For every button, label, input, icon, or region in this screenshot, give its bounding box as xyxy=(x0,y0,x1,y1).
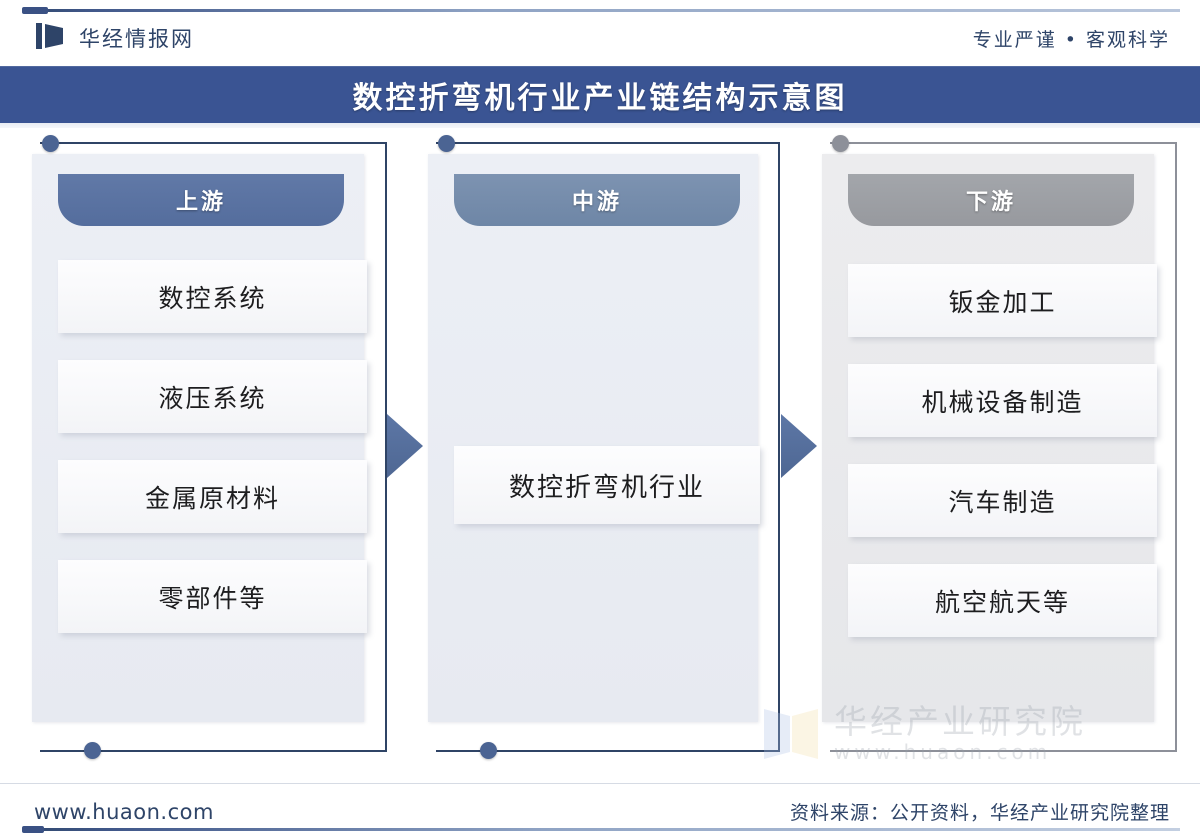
downstream-item-list: 钣金加工 机械设备制造 汽车制造 航空航天等 xyxy=(848,264,1157,718)
list-item[interactable]: 数控系统 xyxy=(58,260,367,333)
upstream-bracket xyxy=(40,135,387,759)
downstream-item-label: 机械设备制造 xyxy=(921,387,1084,417)
arrow-upstream-to-midstream-icon xyxy=(387,414,423,478)
title-underbar xyxy=(0,123,1200,128)
upstream-item-label: 液压系统 xyxy=(158,383,267,413)
list-item[interactable]: 数控折弯机行业 xyxy=(454,446,760,524)
flag-logo-icon xyxy=(36,22,66,54)
brand-name: 华经情报网 xyxy=(79,27,194,51)
diagram-stage: 上游 数控系统 液压系统 金属原材料 零部件等 xyxy=(0,128,1200,783)
list-item[interactable]: 航空航天等 xyxy=(848,564,1157,637)
top-divider-cap xyxy=(22,7,48,14)
column-upstream: 上游 数控系统 液压系统 金属原材料 零部件等 xyxy=(32,135,387,759)
downstream-item-label: 航空航天等 xyxy=(934,587,1070,617)
list-item[interactable]: 汽车制造 xyxy=(848,464,1157,537)
top-divider-rule xyxy=(22,9,1180,12)
downstream-bracket xyxy=(830,135,1177,752)
list-item[interactable]: 金属原材料 xyxy=(58,460,367,533)
bottom-divider-rule xyxy=(22,828,1180,831)
column-downstream: 下游 钣金加工 机械设备制造 汽车制造 航空航天等 xyxy=(822,135,1177,752)
brand-slogan: 专业严谨 • 客观科学 xyxy=(972,28,1170,51)
midstream-item-label: 数控折弯机行业 xyxy=(508,472,705,503)
midstream-header-pill: 中游 xyxy=(454,174,740,226)
arrow-midstream-to-downstream-icon xyxy=(781,414,817,478)
upstream-item-label: 零部件等 xyxy=(158,583,267,613)
midstream-panel xyxy=(428,154,758,722)
midstream-header-label: 中游 xyxy=(571,190,622,215)
page-title: 数控折弯机行业产业链结构示意图 xyxy=(352,81,848,116)
upstream-bottom-node-dot xyxy=(84,742,101,759)
brand-group: 华经情报网 xyxy=(36,22,194,54)
upstream-top-node-dot xyxy=(42,135,59,152)
footer-site-url[interactable]: www.huaon.com xyxy=(34,799,214,824)
column-midstream: 中游 数控折弯机行业 xyxy=(428,135,780,759)
list-item[interactable]: 零部件等 xyxy=(58,560,367,633)
footer: www.huaon.com 资料来源：公开资料，华经产业研究院整理 xyxy=(0,783,1200,839)
upstream-item-list: 数控系统 液压系统 金属原材料 零部件等 xyxy=(58,260,367,718)
downstream-item-label: 汽车制造 xyxy=(948,487,1057,517)
downstream-top-node-dot xyxy=(832,135,849,152)
footer-source-note: 资料来源：公开资料，华经产业研究院整理 xyxy=(789,802,1170,824)
upstream-header-label: 上游 xyxy=(175,190,226,215)
list-item[interactable]: 钣金加工 xyxy=(848,264,1157,337)
list-item[interactable]: 液压系统 xyxy=(58,360,367,433)
chart-title-band: 数控折弯机行业产业链结构示意图 xyxy=(0,66,1200,123)
midstream-bottom-node-dot xyxy=(480,742,497,759)
downstream-item-label: 钣金加工 xyxy=(948,287,1057,317)
midstream-bracket xyxy=(436,135,780,759)
upstream-header-pill: 上游 xyxy=(58,174,344,226)
midstream-item-list: 数控折弯机行业 xyxy=(454,252,760,718)
downstream-header-pill: 下游 xyxy=(848,174,1134,226)
midstream-top-node-dot xyxy=(438,135,455,152)
upstream-item-label: 金属原材料 xyxy=(144,483,280,513)
upstream-item-label: 数控系统 xyxy=(158,283,267,313)
list-item[interactable]: 机械设备制造 xyxy=(848,364,1157,437)
bottom-divider-cap xyxy=(22,826,44,833)
downstream-header-label: 下游 xyxy=(965,190,1016,215)
brand-header: 华经情报网 专业严谨 • 客观科学 xyxy=(0,14,1200,62)
